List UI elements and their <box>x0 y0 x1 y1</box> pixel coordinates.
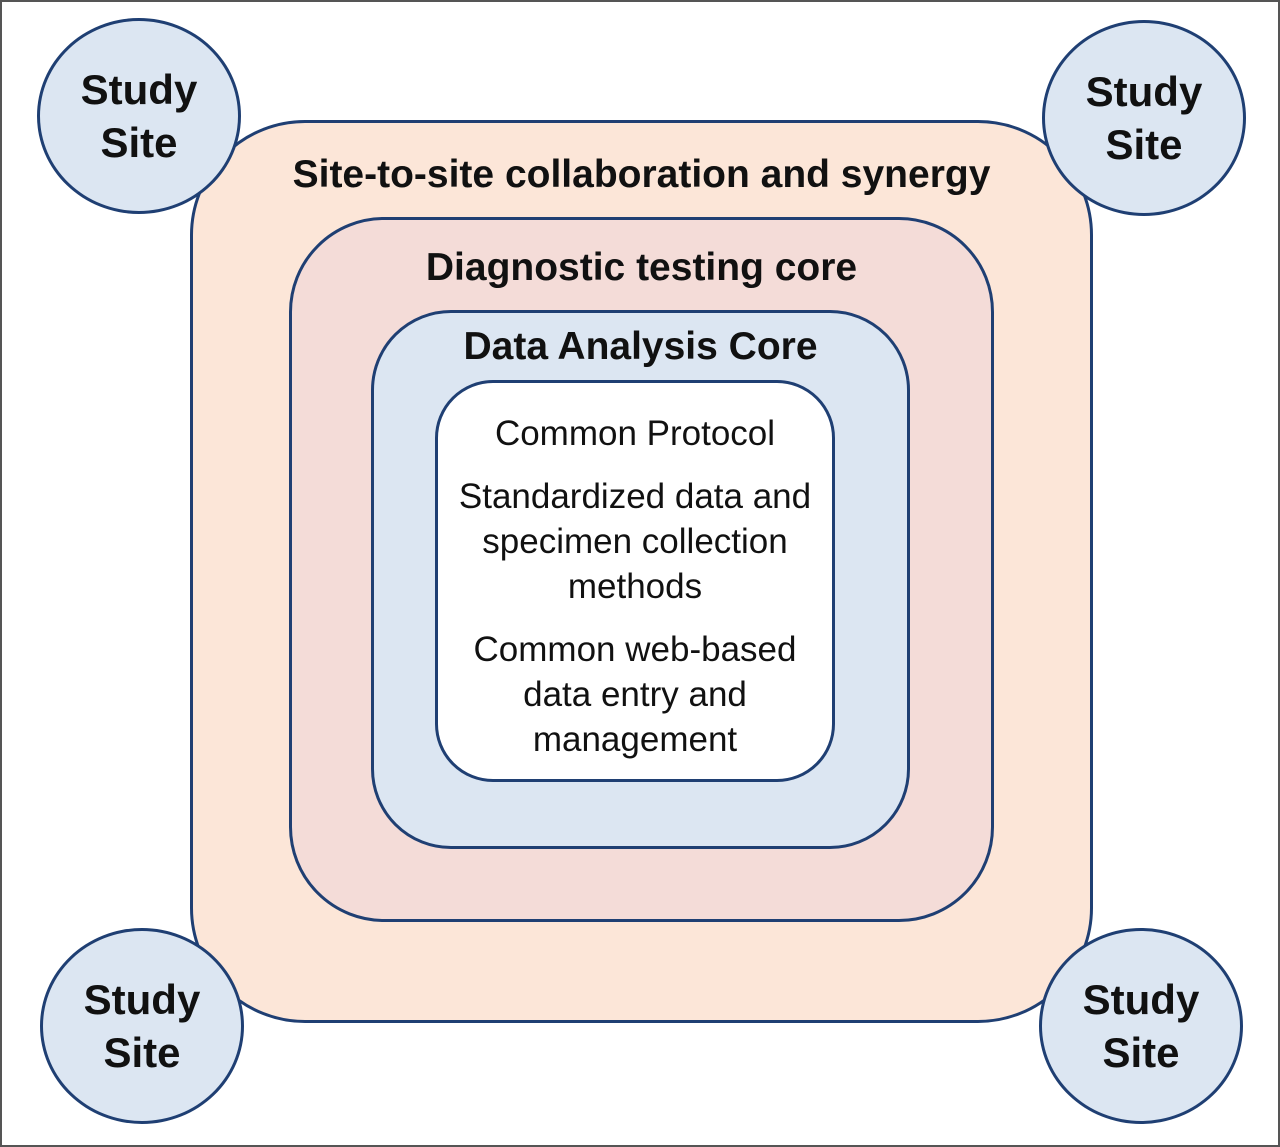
study-site-top-right: Study Site <box>1042 20 1246 216</box>
study-site-label: Study Site <box>83 976 201 1076</box>
diagnostic-testing-core-title: Diagnostic testing core <box>425 246 858 289</box>
study-site-bottom-left: Study Site <box>40 928 244 1124</box>
web-data-entry-item: Common web-based data entry and manageme… <box>473 630 797 759</box>
study-site-top-left: Study Site <box>37 18 241 214</box>
common-elements-list: Common Protocol Standardized data and sp… <box>438 411 832 780</box>
data-analysis-core-title: Data Analysis Core <box>463 325 818 368</box>
standardized-methods-item: Standardized data and specimen collectio… <box>458 477 812 606</box>
study-site-label: Study Site <box>1082 976 1200 1076</box>
common-elements-box: Common Protocol Standardized data and sp… <box>435 380 835 782</box>
study-site-label: Study Site <box>1085 68 1203 168</box>
collaboration-layer-title: Site-to-site collaboration and synergy <box>292 153 991 196</box>
common-protocol-item: Common Protocol <box>494 414 776 453</box>
study-site-label: Study Site <box>80 66 198 166</box>
study-site-bottom-right: Study Site <box>1039 928 1243 1124</box>
